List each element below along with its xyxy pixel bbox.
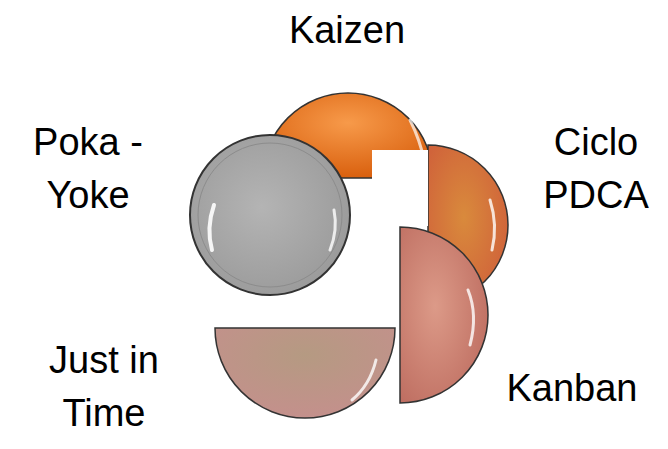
gloss <box>352 360 376 400</box>
disc-rim <box>198 143 342 287</box>
kanban-petal <box>400 227 488 403</box>
concept-label: Kanban <box>480 362 664 415</box>
concept-label: Kaizen <box>247 4 447 57</box>
poka-yoke-disc <box>190 135 350 295</box>
petal-cut <box>372 150 428 226</box>
concept-label: Ciclo PDCA <box>528 116 664 222</box>
gloss <box>209 205 214 250</box>
concept-label: Just in Time <box>16 334 192 440</box>
gloss <box>330 210 335 250</box>
jit-petal <box>215 328 395 418</box>
gloss <box>490 200 495 250</box>
gloss <box>410 120 424 160</box>
concept-label: Poka - Yoke <box>4 116 172 222</box>
gloss <box>468 290 474 345</box>
